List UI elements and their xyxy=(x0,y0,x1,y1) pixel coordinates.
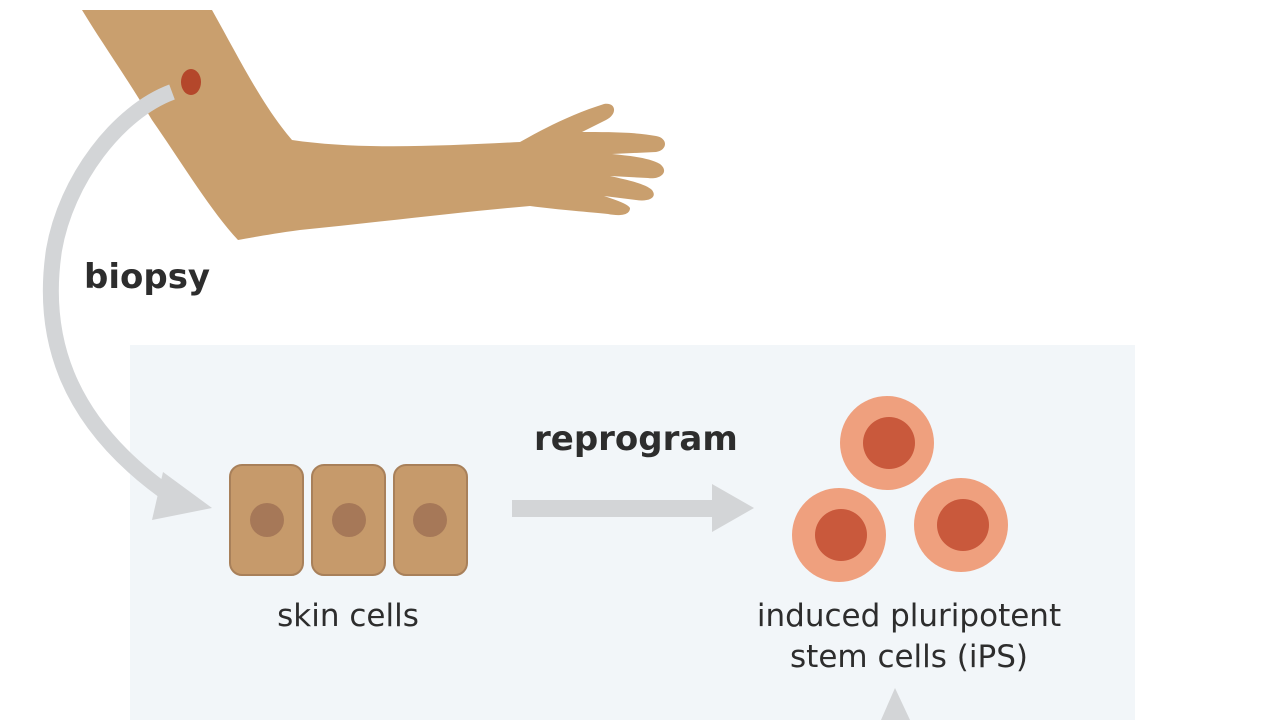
reprogram-arrow xyxy=(512,484,754,532)
ips-cell xyxy=(792,488,886,582)
label-reprogram: reprogram xyxy=(534,419,738,459)
reprogram-arrow-head xyxy=(712,484,754,532)
arm-illustration xyxy=(82,10,665,240)
biopsy-arrow-shaft xyxy=(42,84,179,505)
label-ips-line2: stem cells (iPS) xyxy=(790,639,1028,675)
ips-cell xyxy=(914,478,1008,572)
biopsy-spot xyxy=(181,69,201,95)
label-biopsy: biopsy xyxy=(84,257,210,297)
arm-shape xyxy=(82,10,665,240)
label-ips-line1: induced pluripotent xyxy=(757,598,1061,634)
ips-cells-group xyxy=(792,396,1008,582)
label-skin-cells: skin cells xyxy=(277,598,419,634)
skin-cell xyxy=(311,464,386,576)
skin-cell xyxy=(229,464,304,576)
bottom-arrow-head xyxy=(881,688,910,720)
biopsy-arrow xyxy=(42,84,212,520)
reprogram-arrow-shaft xyxy=(512,500,718,517)
skin-cell xyxy=(393,464,468,576)
skin-cells-group xyxy=(229,464,468,576)
biopsy-arrow-head xyxy=(152,472,212,520)
ips-cell xyxy=(840,396,934,490)
